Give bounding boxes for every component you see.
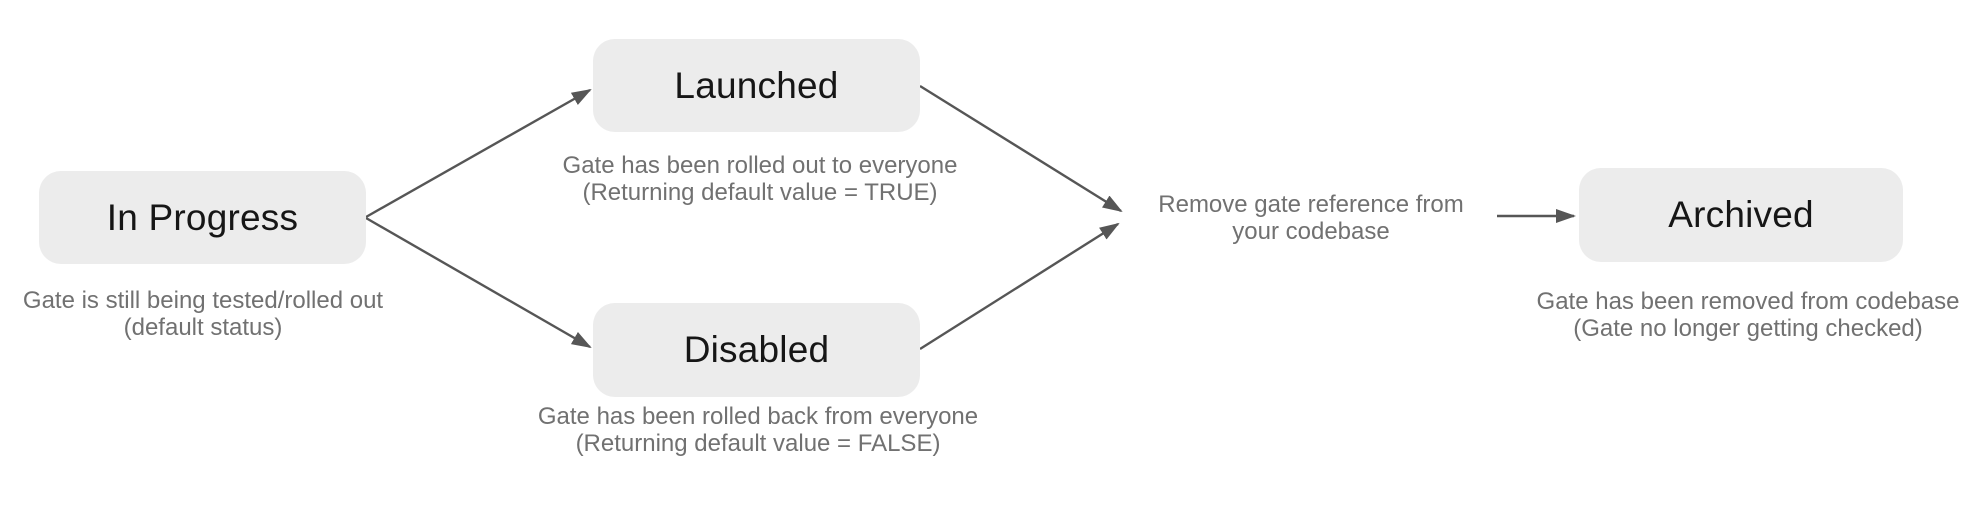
arrow-disabled-to-remove-note xyxy=(919,222,1120,351)
node-disabled: Disabled xyxy=(593,303,920,397)
arrow-in-progress-to-disabled xyxy=(365,216,592,349)
caption-in-progress-line1: Gate is still being tested/rolled out xyxy=(22,287,384,314)
note-remove-line1: Remove gate reference from xyxy=(1158,191,1464,218)
caption-disabled: Gate has been rolled back from everyone … xyxy=(538,403,978,457)
caption-archived-line1: Gate has been removed from codebase xyxy=(1536,288,1960,315)
node-archived: Archived xyxy=(1579,168,1903,262)
caption-launched: Gate has been rolled out to everyone (Re… xyxy=(563,152,958,206)
note-remove-gate-reference: Remove gate reference from your codebase xyxy=(1158,191,1463,245)
node-in-progress-label: In Progress xyxy=(106,196,299,238)
node-disabled-label: Disabled xyxy=(683,329,830,370)
caption-disabled-line2: (Returning default value = FALSE) xyxy=(575,430,941,457)
caption-in-progress: Gate is still being tested/rolled out (d… xyxy=(23,287,383,341)
caption-disabled-line1: Gate has been rolled back from everyone xyxy=(537,403,979,430)
note-remove-line2: your codebase xyxy=(1232,218,1390,245)
caption-archived: Gate has been removed from codebase (Gat… xyxy=(1537,288,1960,342)
caption-launched-line2: (Returning default value = TRUE) xyxy=(582,179,938,206)
node-in-progress: In Progress xyxy=(39,171,366,264)
node-launched-label: Launched xyxy=(674,64,839,106)
node-archived-label: Archived xyxy=(1668,194,1814,235)
caption-archived-line2: (Gate no longer getting checked) xyxy=(1573,315,1923,342)
caption-in-progress-line2: (default status) xyxy=(123,314,283,341)
arrow-in-progress-to-launched xyxy=(365,88,592,219)
caption-launched-line1: Gate has been rolled out to everyone xyxy=(562,152,958,179)
node-launched: Launched xyxy=(593,39,920,132)
